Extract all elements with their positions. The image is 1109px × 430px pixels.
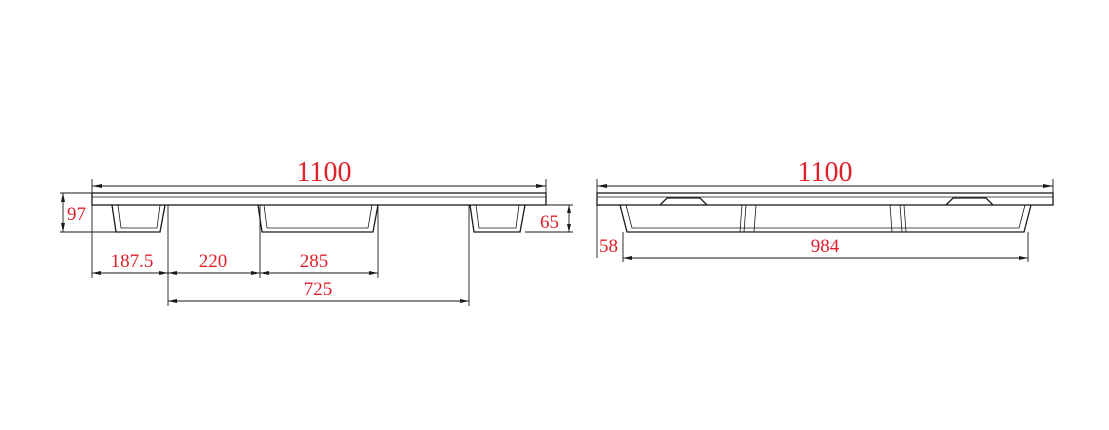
left-edge-to-block-label: 187.5 xyxy=(111,251,154,272)
right-inner-length-label: 984 xyxy=(811,236,840,257)
right-overall-length-label: 1100 xyxy=(798,157,853,188)
left-block-3 xyxy=(469,204,526,233)
left-overall-height-label: 97 xyxy=(67,204,86,225)
left-block-1 xyxy=(111,204,166,233)
left-block-gap-label: 220 xyxy=(199,251,228,272)
left-skid-height-label: 65 xyxy=(540,212,559,233)
left-deck xyxy=(91,192,547,206)
left-center-block-label: 285 xyxy=(300,251,329,272)
right-skid xyxy=(619,204,1032,233)
right-handle-right xyxy=(945,197,994,206)
left-outer-span-label: 725 xyxy=(304,279,333,300)
right-view: 1100 58 984 xyxy=(596,157,1054,262)
right-handle-left xyxy=(659,197,708,206)
right-deck xyxy=(596,192,1054,206)
right-skid-height-label: 58 xyxy=(599,236,618,257)
left-overall-length-label: 1100 xyxy=(297,157,352,188)
left-view: 1100 97 65 187.5 220 285 xyxy=(60,157,573,306)
